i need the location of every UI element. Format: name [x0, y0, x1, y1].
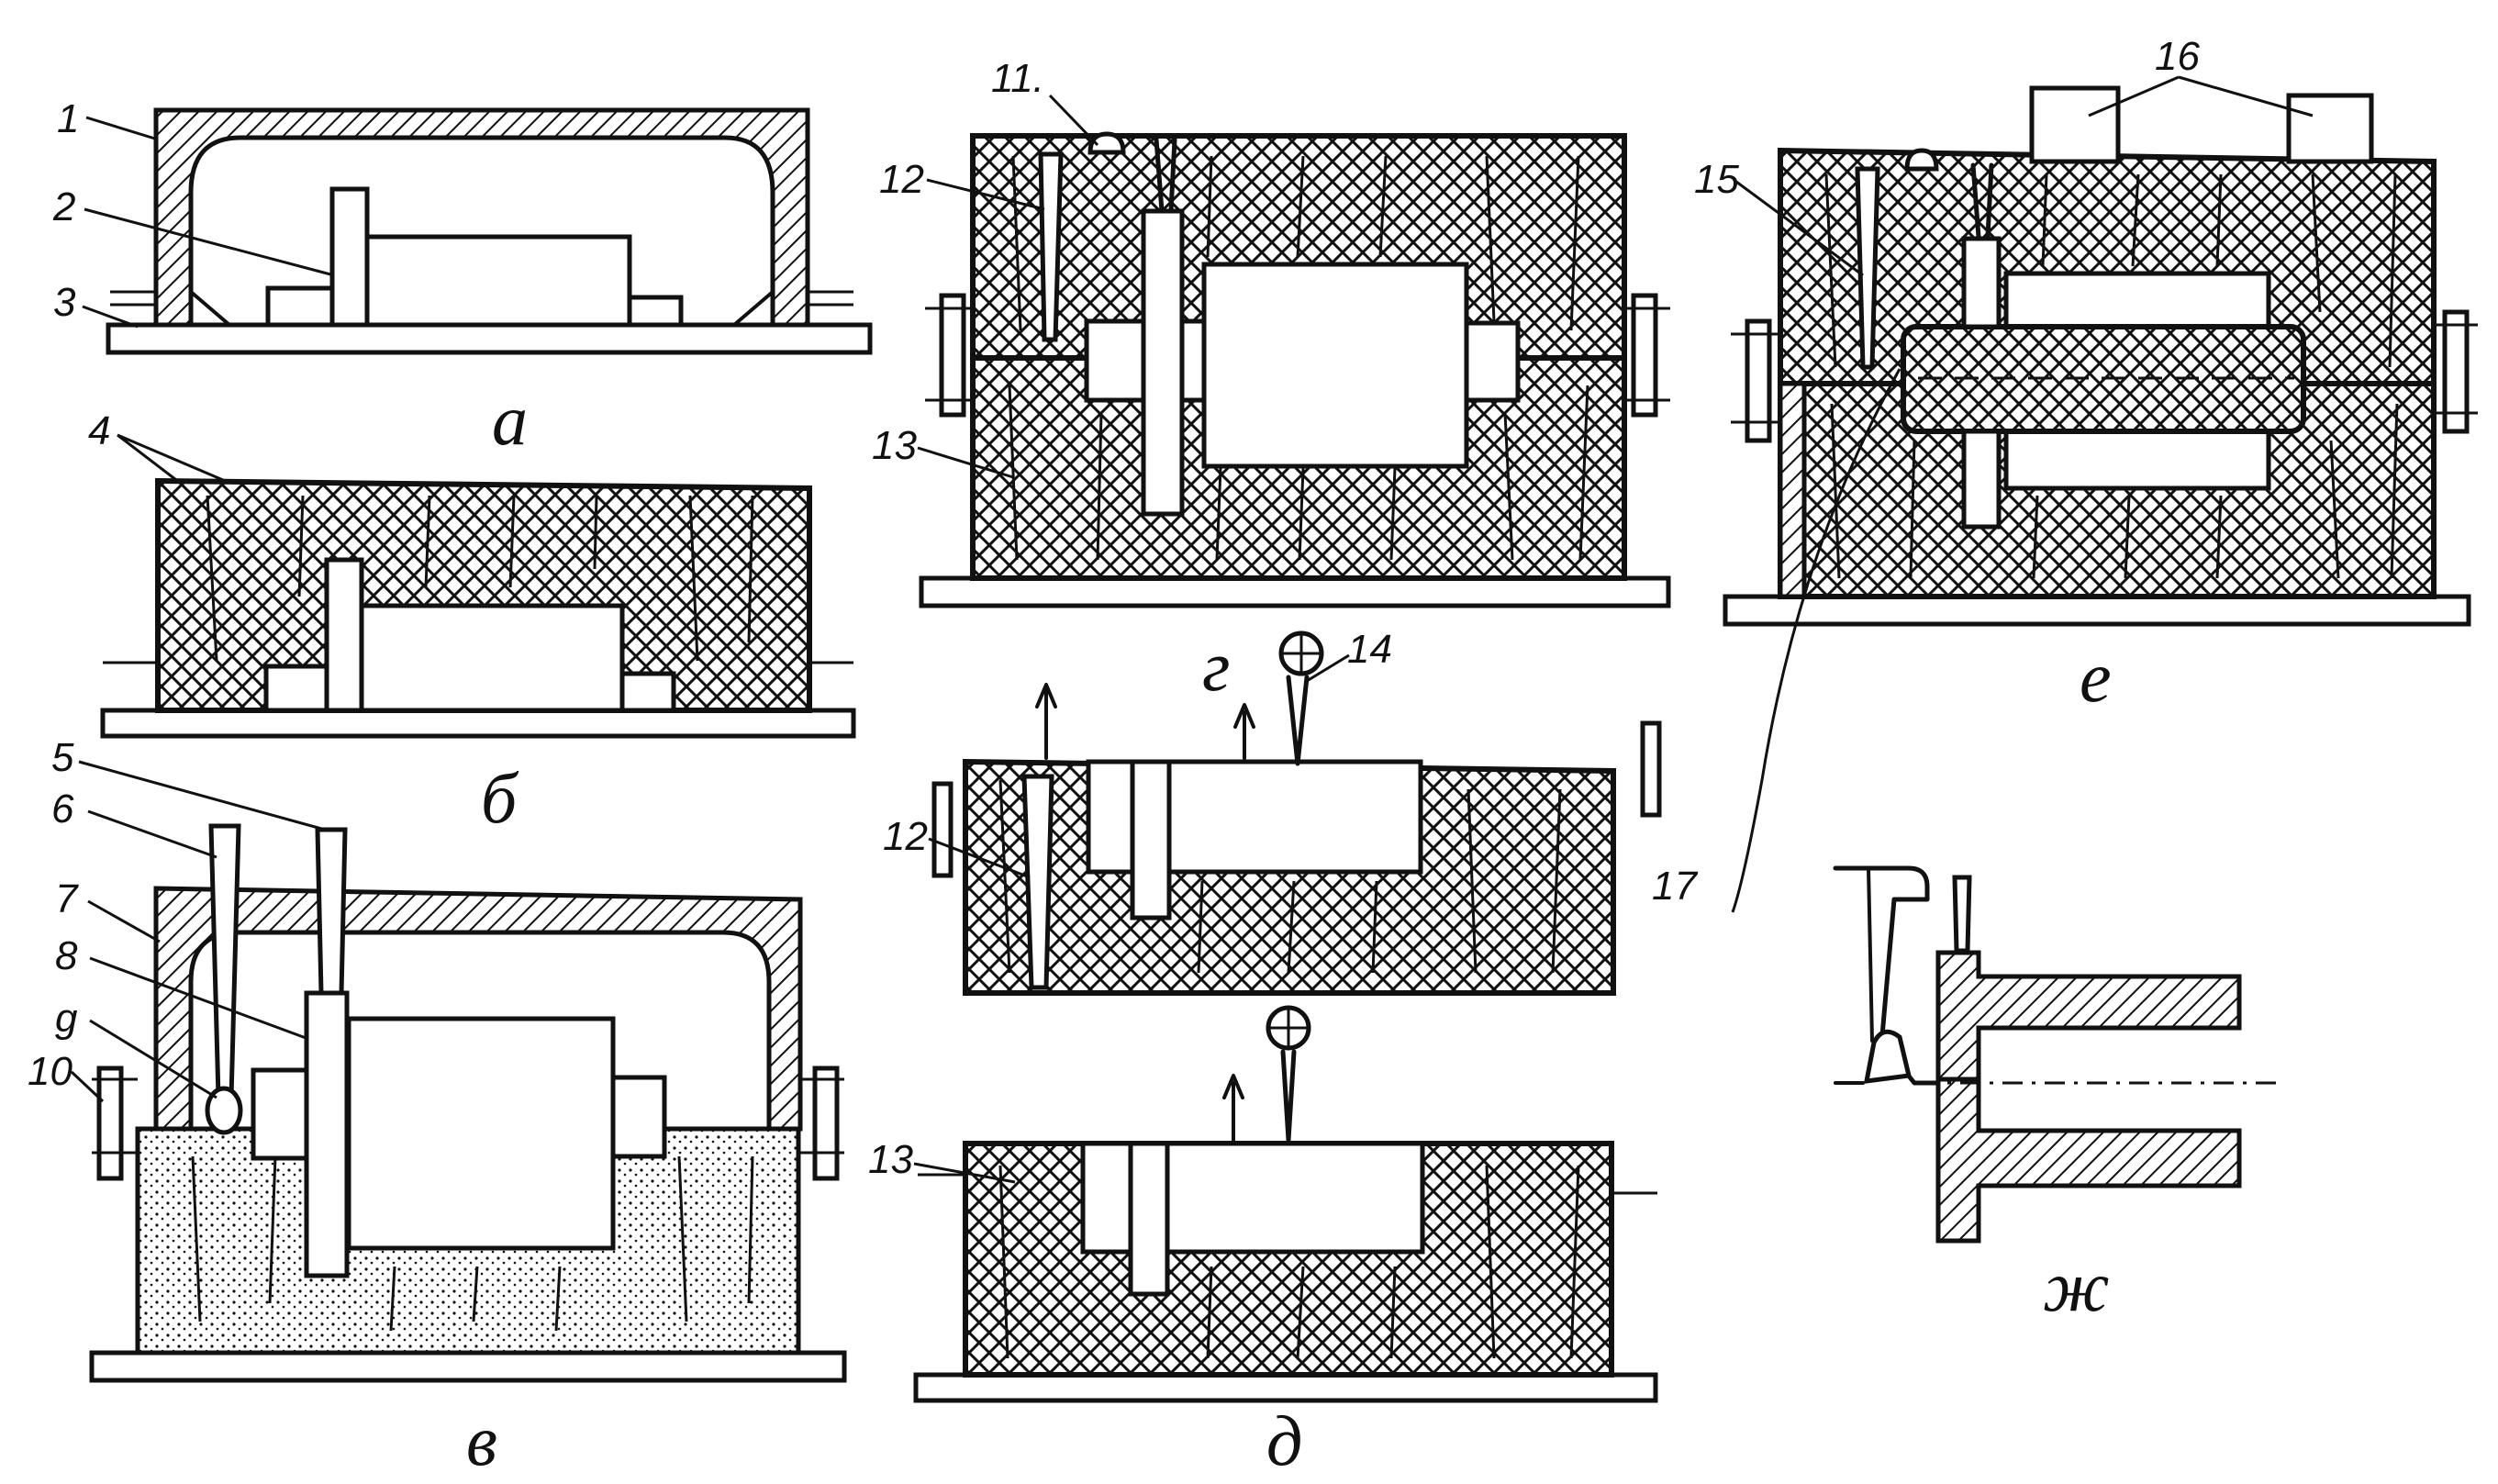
- panel-labels: а б в г д е ж: [466, 380, 2112, 1480]
- casting-flange-upper: [1935, 950, 2242, 1086]
- panel-v-drawing: [89, 823, 847, 1383]
- mould-board-3: [106, 322, 873, 355]
- panel-zh-drawing: [1833, 865, 2276, 1244]
- callout-13-top: 13: [872, 423, 917, 468]
- clamp-left: [939, 293, 966, 418]
- panel-label-g: г: [1202, 626, 1230, 706]
- callout-5: 5: [51, 735, 74, 780]
- panel-b-drawing: [100, 477, 856, 739]
- pin-8: [304, 990, 350, 1278]
- panel-label-a: а: [492, 380, 528, 460]
- bottom-board: [1723, 594, 2471, 627]
- pattern-print-right: [627, 295, 684, 328]
- callout-16: 16: [2155, 34, 2200, 79]
- pattern-in-mould: [1201, 262, 1469, 469]
- clamp-left: [1745, 318, 1772, 443]
- mould-cavity-top: [2003, 271, 2271, 331]
- callout-17: 17: [1652, 864, 1698, 909]
- gate-cavity-drag: [1128, 1141, 1170, 1297]
- callout-7: 7: [55, 876, 79, 921]
- pattern-half: [362, 234, 632, 328]
- bottom-board: [919, 575, 1671, 608]
- callout-labels: 1 2 3 4 5 6 7 8 g 10 11. 12 13 14 12 13 …: [28, 34, 2200, 1182]
- callout-6: 6: [51, 787, 74, 831]
- pattern-2-riser: [329, 186, 370, 328]
- drag-rammed-sand: [155, 477, 812, 713]
- casting-flange-lower: [1935, 1077, 2242, 1244]
- panel-label-v: в: [466, 1400, 497, 1480]
- vent-11: [1087, 131, 1126, 155]
- leader-lines: [70, 75, 2314, 1184]
- bottom-board: [913, 1372, 1658, 1403]
- mould-board: [100, 708, 856, 739]
- clamp-right: [1631, 293, 1658, 418]
- runner-cup-9: [205, 1086, 243, 1135]
- mould-cavity-bottom: [2003, 429, 2271, 491]
- callout-14: 14: [1347, 627, 1392, 672]
- weight-16-right: [2286, 93, 2374, 164]
- panel-d-drag-drawing: [913, 1005, 1658, 1403]
- panel-a-drawing: [106, 107, 873, 355]
- lifting-pin-14: [1286, 675, 1310, 766]
- weight-16-left: [2029, 85, 2121, 164]
- panel-label-zh: ж: [2043, 1246, 2110, 1326]
- sprue-pin-5: [315, 827, 348, 996]
- panel-label-d: д: [1266, 1400, 1302, 1480]
- callout-9: g: [55, 996, 78, 1041]
- pattern-assembled: [346, 1016, 616, 1251]
- callout-8: 8: [55, 933, 78, 978]
- clamp-right: [812, 1066, 840, 1181]
- callout-10: 10: [28, 1049, 72, 1094]
- callout-3: 3: [53, 280, 76, 325]
- callout-12-bottom: 12: [883, 814, 928, 859]
- panel-e-drawing: [1723, 85, 2478, 627]
- flask-1: [153, 107, 810, 328]
- panel-label-e: е: [2080, 637, 2112, 717]
- callout-4: 4: [88, 408, 110, 453]
- callout-11: 11.: [991, 56, 1044, 101]
- panel-label-b: б: [481, 758, 519, 838]
- panel-g-drawing: [919, 131, 1671, 608]
- panel-d-cope-drawing: [931, 630, 1662, 996]
- lifting-ring-14: [1278, 630, 1324, 676]
- callout-13-bottom: 13: [868, 1137, 913, 1182]
- sprue-pin-6: [208, 823, 241, 1100]
- bottom-board: [89, 1350, 847, 1383]
- callout-15: 15: [1694, 157, 1739, 202]
- flask-wall-15: [1778, 381, 1807, 599]
- clamp-10-left: [96, 1066, 124, 1181]
- callout-1: 1: [57, 96, 79, 141]
- gate-cavity: [1130, 759, 1172, 921]
- callout-2: 2: [52, 184, 75, 229]
- clamp-right: [2442, 309, 2470, 434]
- pin: [1141, 208, 1185, 517]
- callout-12-top: 12: [879, 157, 924, 202]
